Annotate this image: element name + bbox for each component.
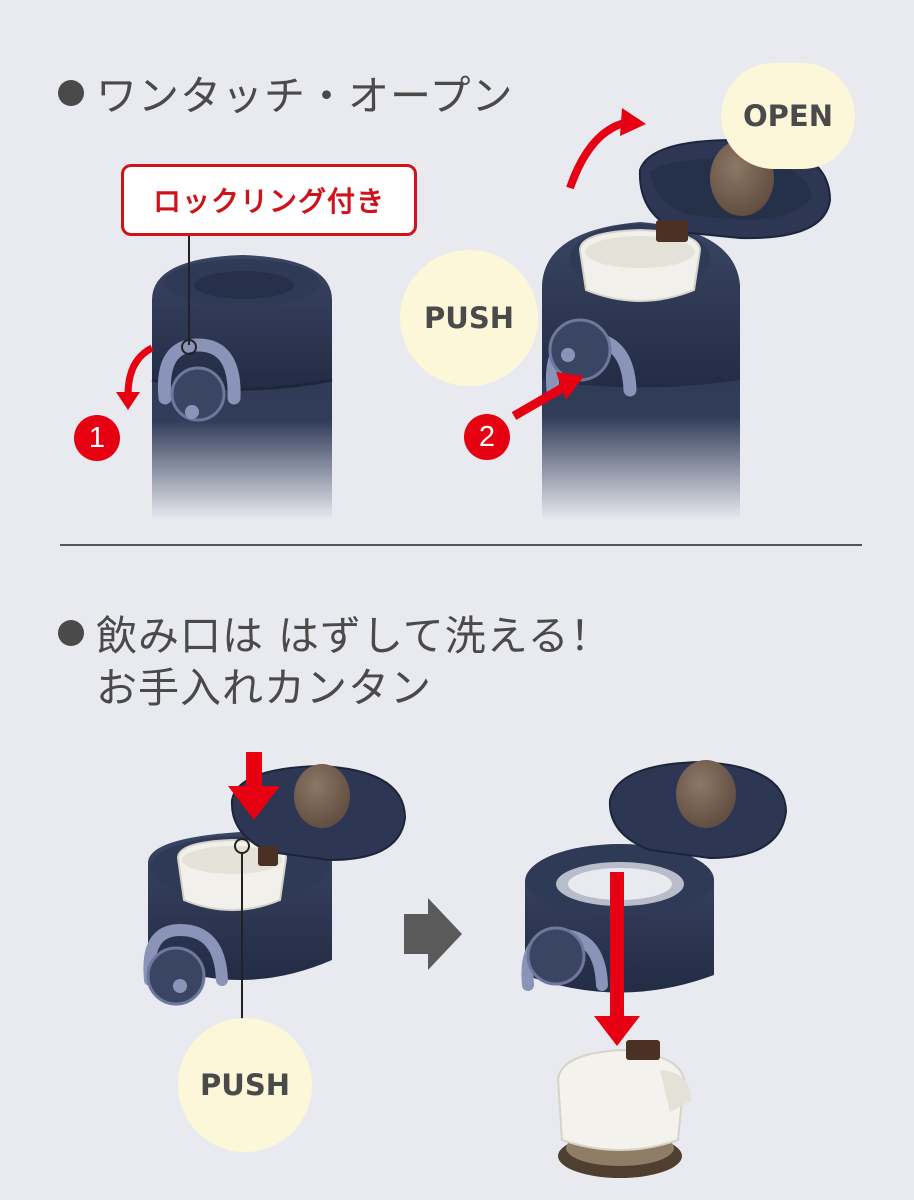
heading-text: ワンタッチ・オープン bbox=[96, 72, 514, 120]
open-label: OPEN bbox=[743, 99, 833, 133]
open-bubble: OPEN bbox=[721, 63, 855, 169]
step-1-badge: 1 bbox=[74, 415, 120, 461]
bullet-icon bbox=[58, 620, 84, 646]
push-label-bottom: PUSH bbox=[200, 1068, 290, 1102]
cap-spout-removed-illustration bbox=[521, 760, 788, 1178]
lock-ring-label: ロックリング付き bbox=[121, 164, 417, 236]
push-bubble-bottom: PUSH bbox=[178, 1018, 312, 1152]
cap-push-spout-illustration bbox=[143, 752, 407, 1020]
push-label-top: PUSH bbox=[424, 301, 514, 335]
section-heading-removable-spout: 飲み口は はずして洗える！ お手入れカンタン bbox=[58, 610, 612, 714]
step-2-badge: 2 bbox=[464, 414, 510, 460]
heading-line1: 飲み口は はずして洗える！ bbox=[96, 612, 612, 660]
section-heading-one-touch: ワンタッチ・オープン bbox=[58, 70, 514, 122]
bottle-open-illustration bbox=[511, 108, 832, 520]
bottle-locked-illustration bbox=[116, 236, 333, 520]
push-bubble-top: PUSH bbox=[400, 250, 538, 386]
bullet-icon bbox=[58, 80, 84, 106]
section-divider bbox=[60, 544, 862, 546]
next-step-arrow-icon bbox=[404, 898, 462, 970]
heading-line2: お手入れカンタン bbox=[96, 664, 432, 712]
